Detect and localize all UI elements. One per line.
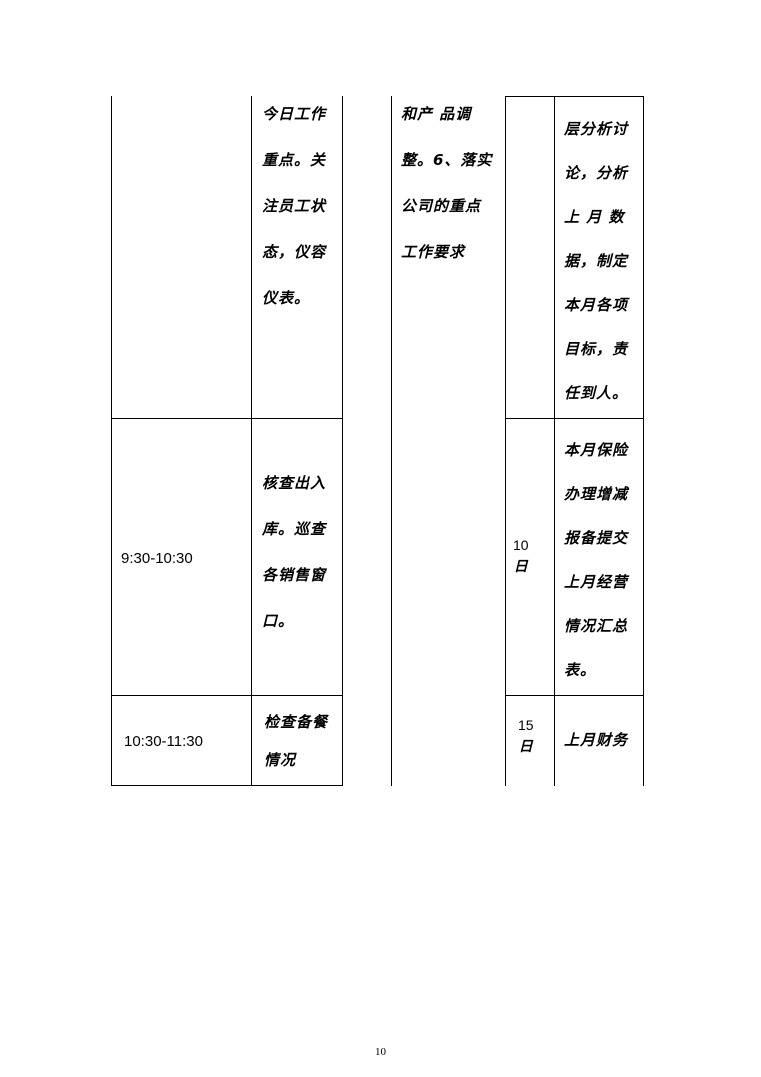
- time-cell: 10:30-11:30: [124, 733, 203, 750]
- task-line: 目标，责: [564, 340, 629, 358]
- task-line: 本月各项: [564, 296, 629, 314]
- left-table-row-divider: [111, 695, 343, 696]
- middle-text: 和产 品调 整。6、落实 公司的重点 工作要求: [401, 92, 492, 274]
- task-cell: 检查备餐 情况: [264, 706, 328, 776]
- left-table-row-divider: [111, 418, 343, 419]
- middle-line: 和产 品调: [401, 105, 472, 123]
- left-table-border-mid: [251, 96, 252, 786]
- task-line: 态，仪容: [262, 243, 327, 261]
- task-line: 表。: [564, 661, 597, 679]
- task-line: 情况汇总: [564, 617, 629, 635]
- task-line: 口。: [262, 612, 295, 630]
- task-cell: 核查出入 库。巡查 各销售窗 口。: [262, 461, 326, 643]
- right-table-row-divider: [505, 695, 644, 696]
- left-table-border-left: [111, 96, 112, 786]
- task-line: 各销售窗: [262, 566, 327, 584]
- task-line: 情况: [264, 751, 297, 769]
- task-cell: 本月保险 办理增减 报备提交 上月经营 情况汇总 表。: [564, 428, 628, 692]
- day-number: 10: [513, 537, 529, 553]
- left-table-border-bottom: [111, 785, 343, 786]
- right-table-row-divider: [505, 418, 644, 419]
- task-line: 仪表。: [262, 289, 311, 307]
- task-line: 上月财务: [564, 731, 629, 749]
- right-table-border-left: [505, 96, 506, 786]
- task-line: 库。巡查: [262, 520, 327, 538]
- task-line: 上 月 数: [564, 208, 625, 226]
- task-line: 本月保险: [564, 441, 629, 459]
- task-cell: 今日工作 重点。关 注员工状 态，仪容 仪表。: [262, 92, 326, 320]
- task-line: 核查出入: [262, 474, 327, 492]
- task-line: 论，分析: [564, 164, 629, 182]
- time-cell: 9:30-10:30: [121, 550, 193, 567]
- task-cell: 上月财务: [564, 718, 628, 762]
- task-line: 层分析讨: [564, 120, 629, 138]
- task-cell: 层分析讨 论，分析 上 月 数 据，制定 本月各项 目标，责 任到人。: [564, 107, 628, 415]
- task-line: 报备提交: [564, 529, 629, 547]
- day-number: 15: [518, 717, 534, 733]
- middle-line: 整。6、落实: [401, 151, 493, 169]
- right-table-border-top: [505, 96, 644, 97]
- task-line: 办理增减: [564, 485, 629, 503]
- task-line: 今日工作: [262, 105, 327, 123]
- task-line: 任到人。: [564, 384, 629, 402]
- day-cell: 10 日: [513, 534, 529, 578]
- task-line: 注员工状: [262, 197, 327, 215]
- middle-line: 工作要求: [401, 243, 466, 261]
- task-line: 据，制定: [564, 252, 629, 270]
- task-line: 重点。关: [262, 151, 327, 169]
- middle-column-border: [391, 96, 392, 786]
- right-table-border-right: [643, 96, 644, 786]
- right-table-border-mid: [554, 96, 555, 786]
- task-line: 检查备餐: [264, 713, 329, 731]
- page-number: 10: [375, 1046, 386, 1058]
- day-unit: 日: [513, 559, 528, 575]
- day-cell: 15 日: [518, 714, 534, 758]
- day-unit: 日: [518, 739, 533, 755]
- left-table-border-right: [342, 96, 343, 786]
- middle-line: 公司的重点: [401, 197, 482, 215]
- task-line: 上月经营: [564, 573, 629, 591]
